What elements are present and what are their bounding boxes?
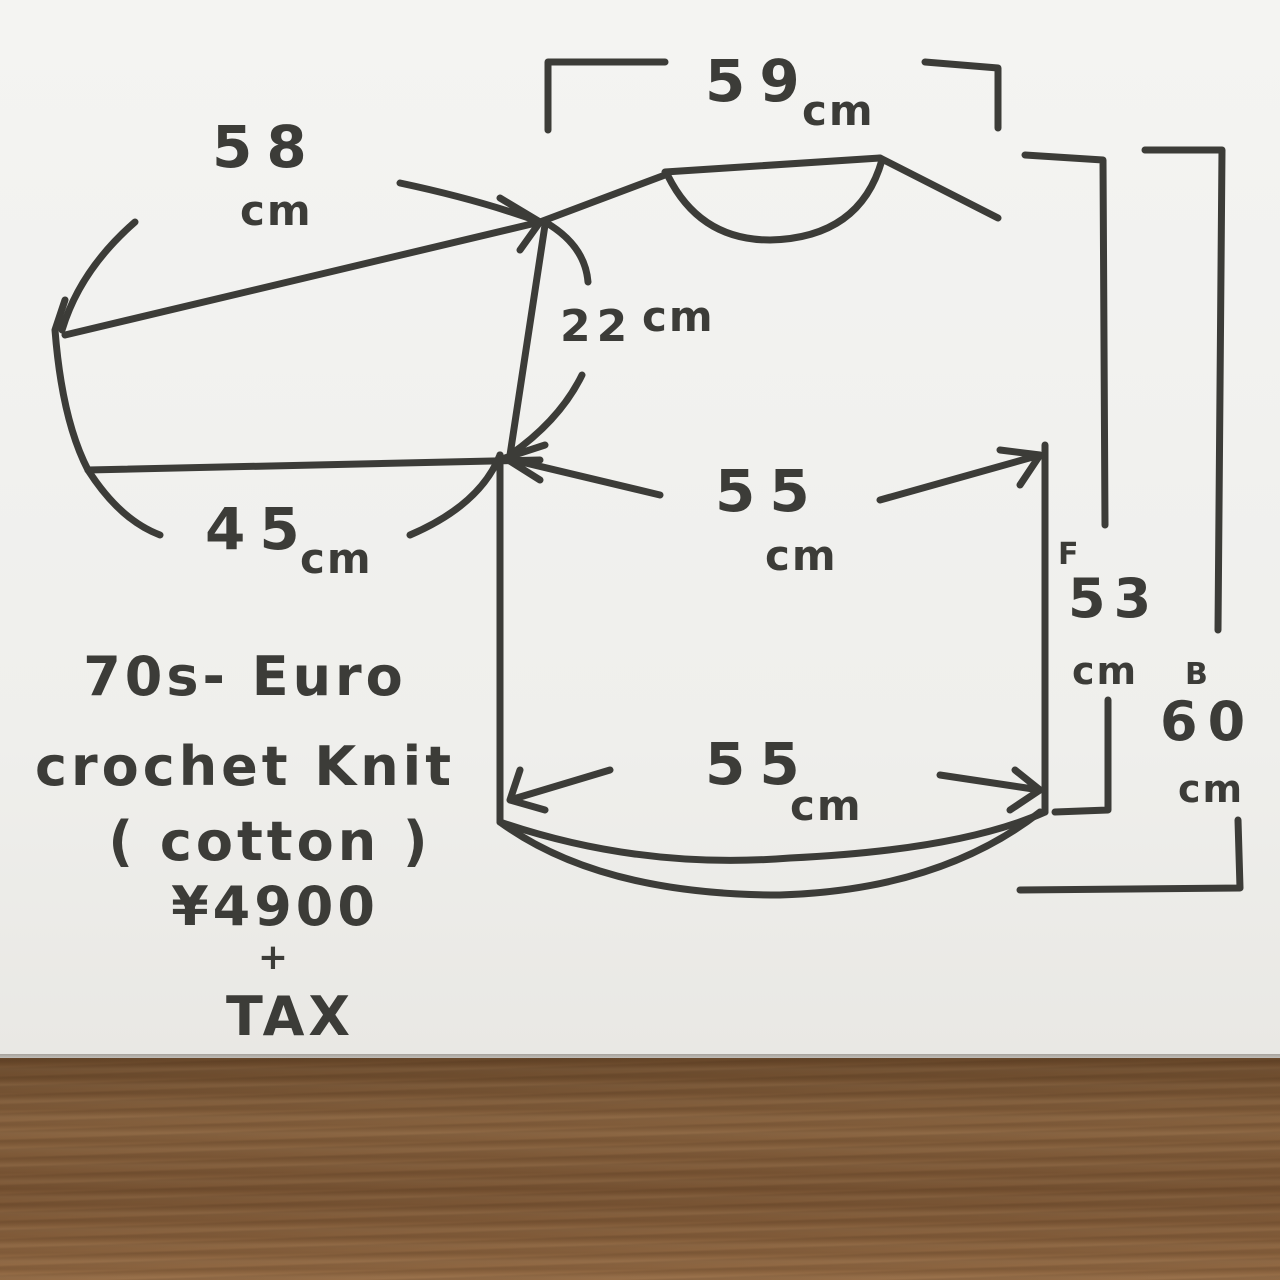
back-length-bracket-top — [1141, 146, 1226, 634]
hem-arrow-left — [506, 766, 614, 814]
note-line-era: 70s- Euro — [83, 645, 407, 708]
armhole-seam — [506, 221, 549, 459]
sleeve-length-unit: cm — [240, 186, 313, 235]
sleeve-length-value: 58 — [212, 113, 321, 181]
armhole-unit: cm — [642, 292, 715, 341]
sleeve-bottom — [84, 456, 544, 474]
wooden-table — [0, 1058, 1280, 1280]
hem-arrow-right — [936, 766, 1044, 814]
note-price: ¥4900 — [171, 875, 379, 938]
note-tax: TAX — [225, 985, 355, 1048]
note-line-material: ( cotton ) — [108, 810, 432, 873]
back-length-bracket-bottom — [1016, 816, 1244, 894]
hem-curve — [496, 808, 1044, 899]
note-plus: + — [257, 937, 293, 978]
sleeve-bottom-value: 45 — [205, 495, 314, 563]
neckline-outer — [661, 154, 884, 176]
hem-width-value: 55 — [705, 730, 814, 798]
chest-width-unit: cm — [765, 531, 838, 580]
chest-width-value: 55 — [715, 457, 824, 525]
shoulder-bracket-right — [921, 58, 1002, 132]
hem-line — [496, 808, 1049, 864]
neckline-curve — [664, 156, 886, 244]
sleeve-bottom-arc — [84, 451, 504, 539]
hem-width-unit: cm — [790, 781, 863, 830]
back-length-prefix: B — [1185, 657, 1210, 692]
sleeve-length-arc — [58, 218, 139, 334]
back-length-value: 60 — [1160, 690, 1256, 753]
chest-arrow-left — [501, 441, 664, 499]
front-length-value: 53 — [1068, 567, 1160, 630]
front-length-prefix: F — [1058, 537, 1081, 572]
front-length-unit: cm — [1072, 649, 1139, 693]
armhole-value: 22 — [560, 301, 634, 352]
note-line-product: crochet Knit — [34, 735, 456, 798]
shoulder-width-unit: cm — [802, 86, 875, 135]
front-length-bracket-bottom — [1051, 696, 1112, 816]
sleeve-bottom-unit: cm — [300, 534, 373, 583]
sleeve-cuff — [51, 296, 92, 474]
front-length-bracket-top — [1021, 151, 1109, 529]
armhole-arc — [506, 218, 592, 459]
shoulder-width-value: 59 — [705, 47, 814, 115]
right-shoulder — [876, 154, 1002, 222]
chest-arrow-right — [876, 446, 1044, 504]
shoulder-bracket-left — [544, 58, 669, 134]
back-length-unit: cm — [1178, 767, 1245, 811]
sleeve-length-arrow — [396, 179, 544, 254]
